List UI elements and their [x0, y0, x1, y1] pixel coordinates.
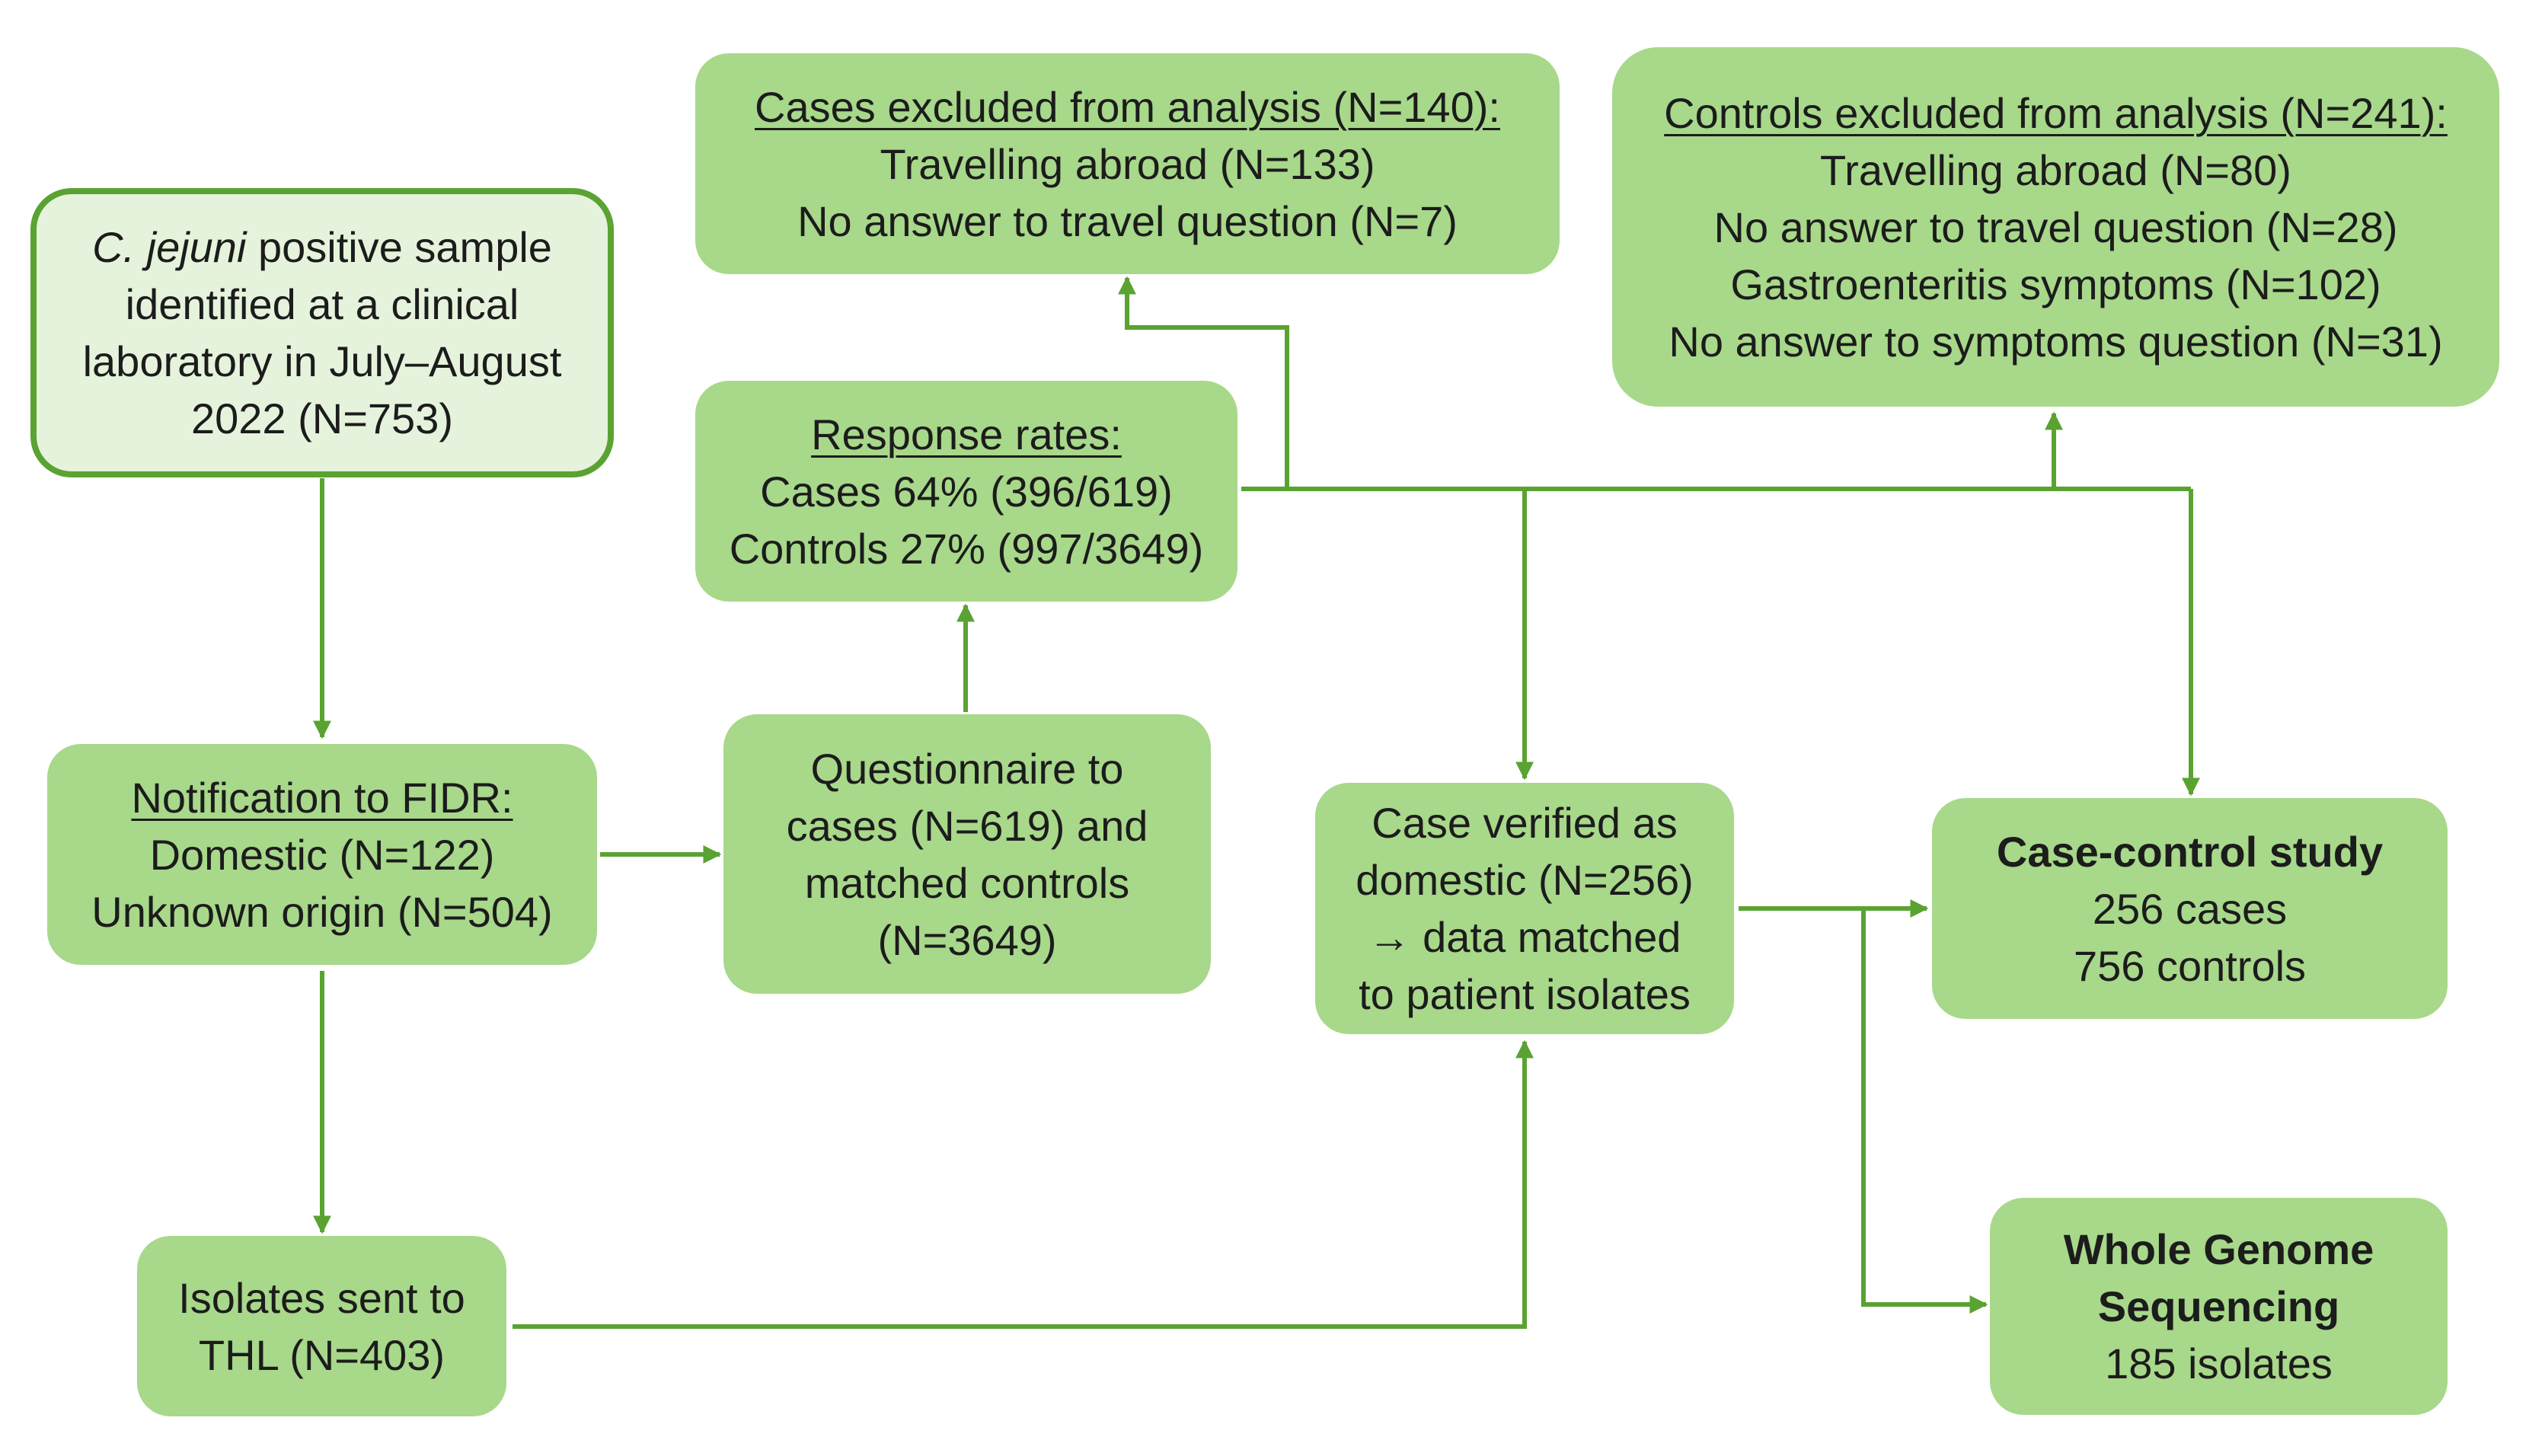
response-rates-line-2: Controls 27% (997/3649) [729, 524, 1204, 573]
verified-line-4: to patient isolates [1359, 970, 1691, 1018]
response-rates-title: Response rates: [811, 410, 1122, 458]
cases-excluded-line-1: Travelling abroad (N=133) [880, 139, 1375, 188]
cases-excluded-title: Cases excluded from analysis (N=140): [755, 82, 1500, 131]
controls-excluded-line-4: No answer to symptoms question (N=31) [1669, 317, 2443, 366]
cases-excluded-line-2: No answer to travel question (N=7) [797, 196, 1458, 245]
questionnaire-line-4: (N=3649) [877, 915, 1057, 964]
isolates-node: Isolates sent to THL (N=403) [137, 1236, 506, 1416]
case-control-line-2: 756 controls [2073, 941, 2307, 990]
questionnaire-node: Questionnaire to cases (N=619) and match… [723, 714, 1211, 994]
species-name: C. jejuni [92, 223, 247, 271]
wgs-line-1: 185 isolates [2105, 1339, 2333, 1387]
questionnaire-line-2: cases (N=619) and [786, 801, 1148, 850]
arrow-verified-to-wgs [1861, 908, 1988, 1314]
wgs-title-2: Sequencing [2097, 1282, 2340, 1330]
case-control-line-1: 256 cases [2092, 884, 2288, 933]
cases-excluded-node: Cases excluded from analysis (N=140): Tr… [695, 53, 1560, 274]
verified-node: Case verified as domestic (N=256) → data… [1315, 783, 1734, 1034]
response-rates-node: Response rates: Cases 64% (396/619) Cont… [695, 381, 1237, 602]
verified-line-2: domestic (N=256) [1356, 856, 1694, 904]
case-control-title: Case-control study [1996, 827, 2384, 876]
response-rates-line-1: Cases 64% (396/619) [760, 467, 1173, 516]
start-line-1: C. jejuni positive sample [92, 223, 552, 271]
notification-title: Notification to FIDR: [131, 773, 513, 822]
questionnaire-line-1: Questionnaire to [810, 744, 1124, 793]
isolates-line-1: Isolates sent to [178, 1273, 465, 1322]
start-line-4: 2022 (N=753) [190, 394, 453, 442]
arrow-isolates-to-verified [513, 1039, 1534, 1329]
notification-line-2: Unknown origin (N=504) [91, 887, 553, 936]
verified-line-3: → data matched [1368, 913, 1681, 961]
arrow-to-cases-excluded [1118, 276, 1289, 489]
controls-excluded-line-2: No answer to travel question (N=28) [1713, 203, 2398, 251]
notification-line-1: Domestic (N=122) [149, 830, 495, 879]
controls-excluded-title: Controls excluded from analysis (N=241): [1664, 88, 2448, 137]
start-line-3: laboratory in July–August [82, 337, 562, 385]
verified-line-1: Case verified as [1372, 799, 1678, 847]
notification-node: Notification to FIDR: Domestic (N=122) U… [47, 744, 597, 965]
wgs-node: Whole Genome Sequencing 185 isolates [1990, 1198, 2448, 1415]
case-control-node: Case-control study 256 cases 756 control… [1932, 798, 2448, 1019]
wgs-title-1: Whole Genome [2063, 1225, 2374, 1273]
start-line-2: identified at a clinical [125, 280, 519, 328]
isolates-line-2: THL (N=403) [198, 1330, 445, 1379]
controls-excluded-line-3: Gastroenteritis symptoms (N=102) [1730, 260, 2381, 308]
start-node: C. jejuni positive sample identified at … [30, 188, 614, 477]
controls-excluded-node: Controls excluded from analysis (N=241):… [1612, 47, 2499, 407]
questionnaire-line-3: matched controls [804, 858, 1130, 907]
controls-excluded-line-1: Travelling abroad (N=80) [1820, 145, 2291, 194]
